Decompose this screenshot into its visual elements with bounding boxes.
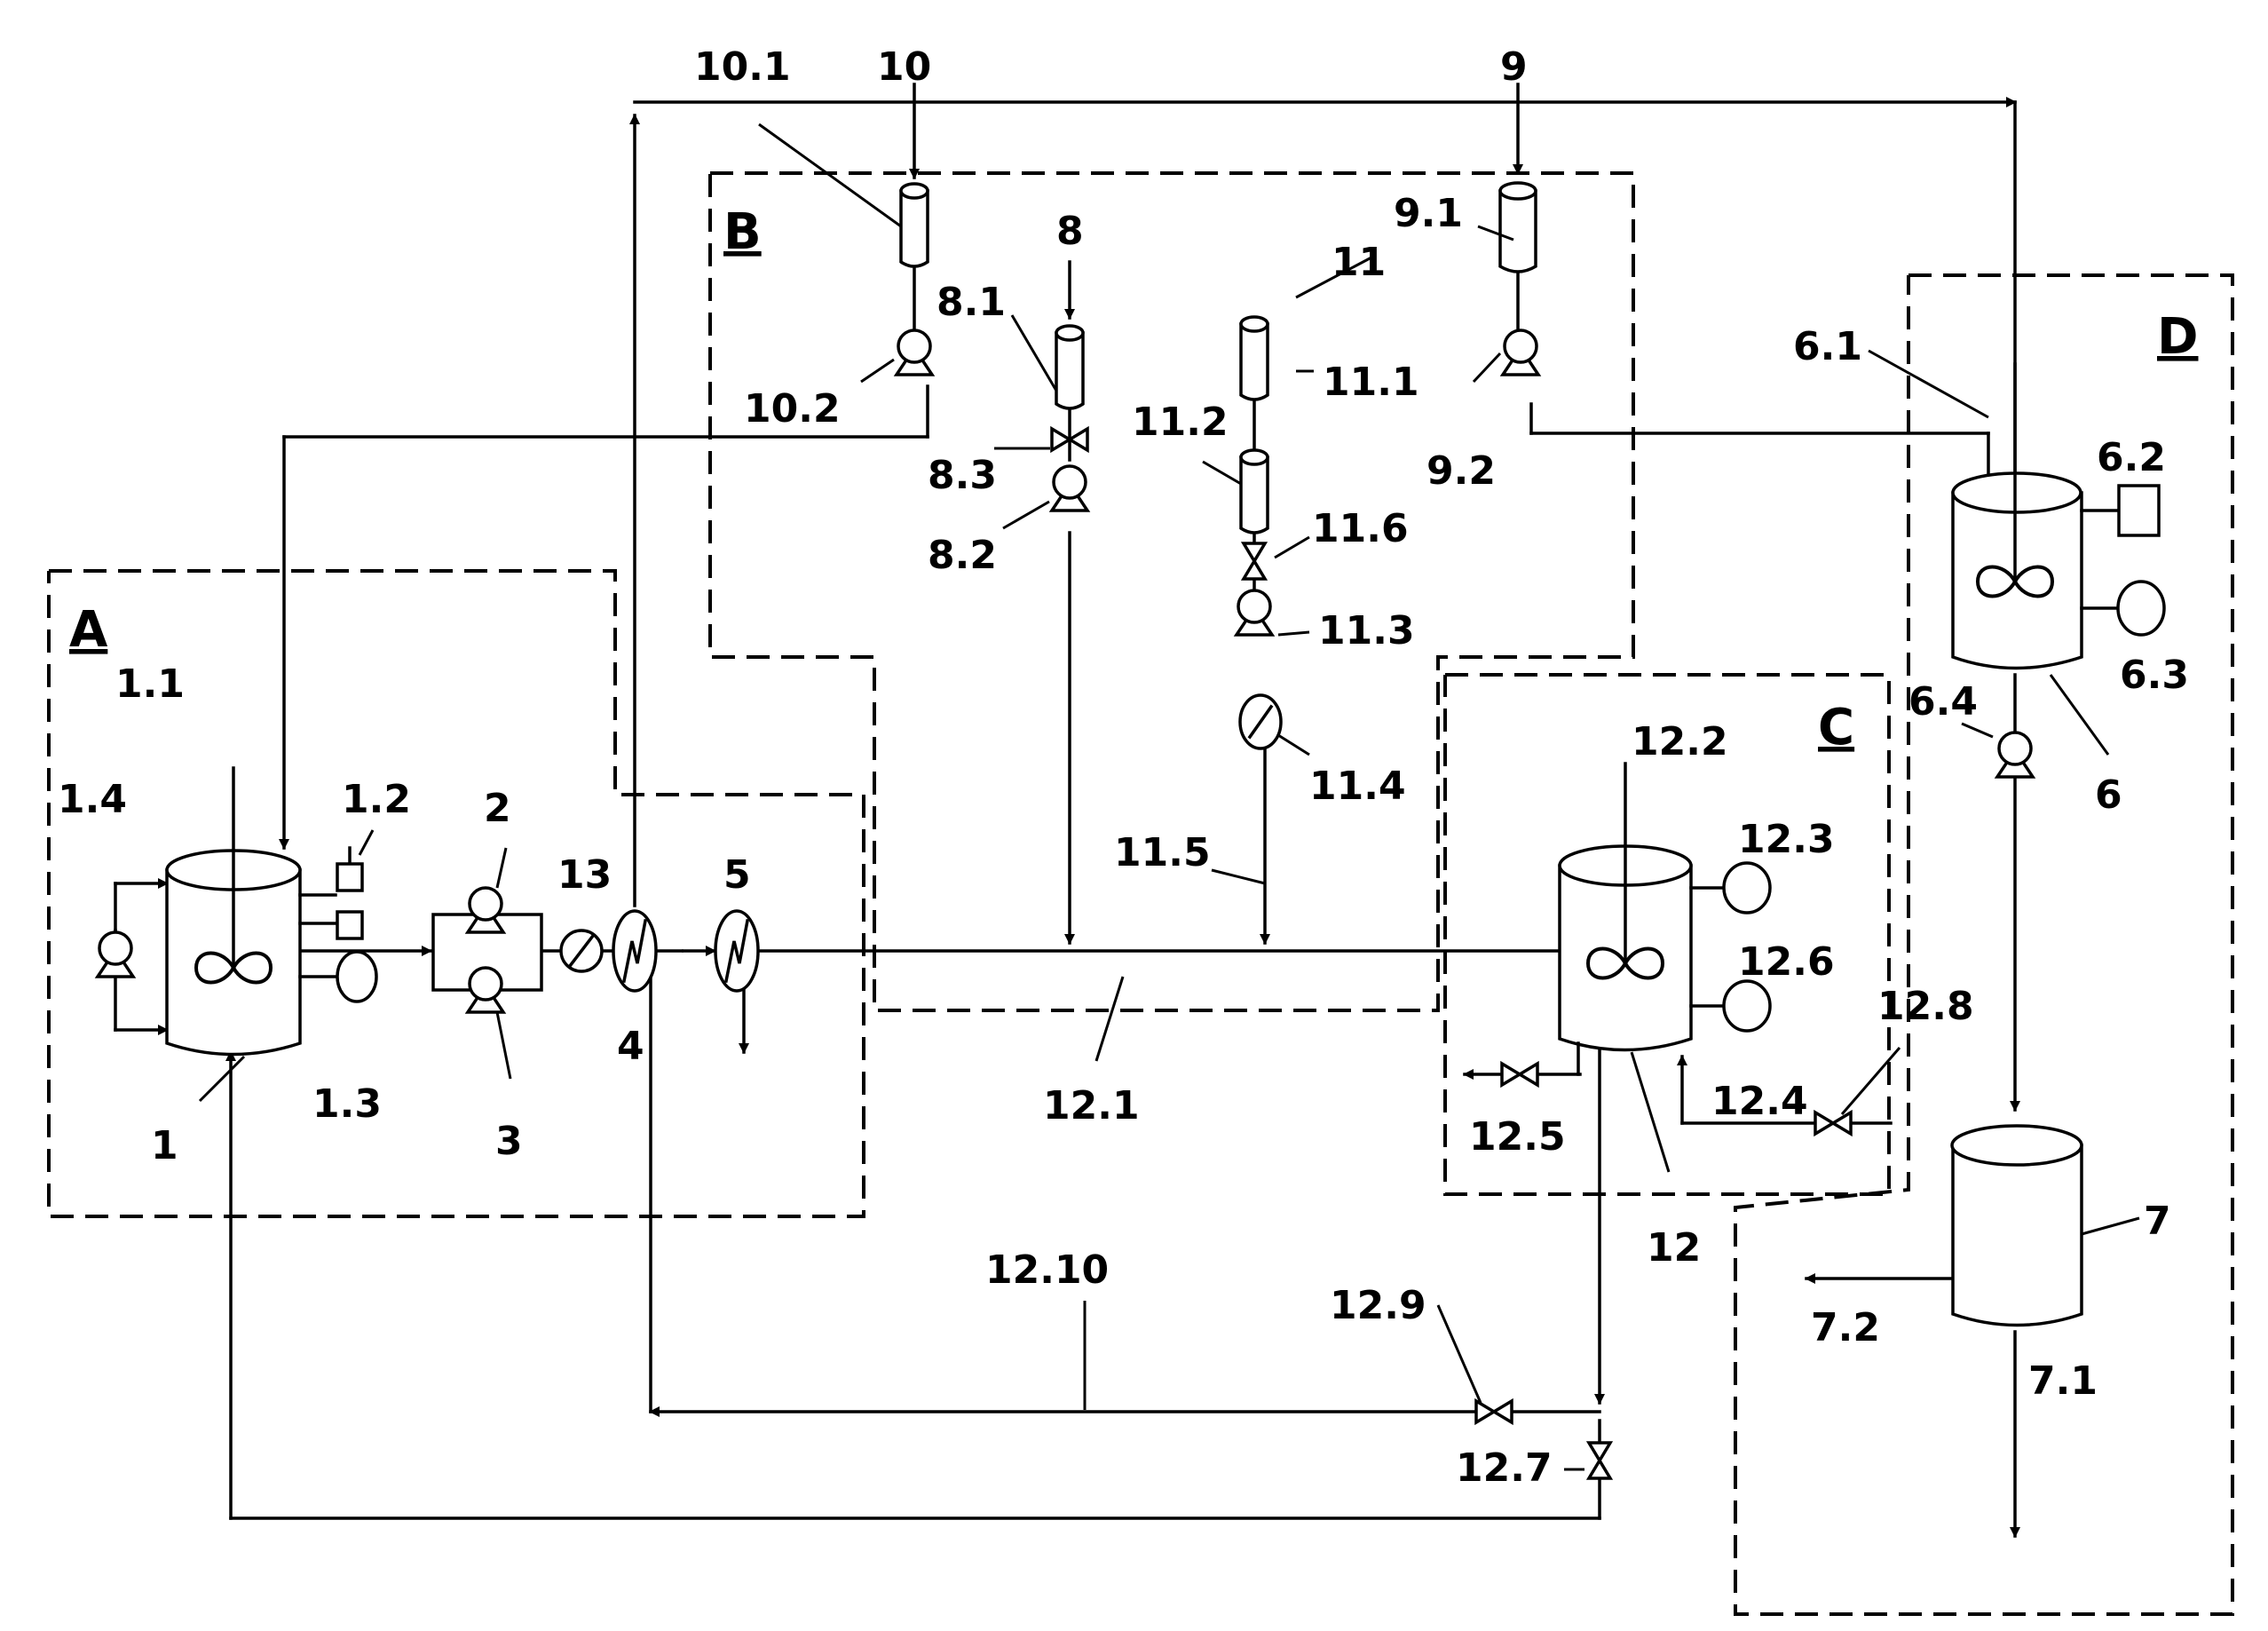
feed-vessel-9-1 [1498, 83, 1537, 330]
label-1-3: 1.3 [312, 1081, 382, 1127]
pump-9-2 [1501, 329, 1540, 376]
label-5: 5 [723, 852, 751, 898]
sensor-6-2 [2080, 484, 2161, 537]
label-12-9: 12.9 [1330, 1283, 1426, 1328]
flow-meter-13 [559, 929, 604, 973]
valve-12-5 [1500, 1062, 1539, 1087]
label-8: 8 [1056, 209, 1084, 254]
label-6-3: 6.3 [2120, 653, 2189, 698]
pump-8-2 [1050, 464, 1089, 512]
label-8-3: 8.3 [928, 453, 997, 498]
feed-vessel-10-1 [899, 83, 929, 330]
label-4: 4 [617, 1024, 644, 1069]
label-11-2: 11.2 [1132, 400, 1229, 445]
zone-c-boundary [1443, 673, 1891, 1196]
sensor-1-2 [298, 846, 364, 940]
label-11-5: 11.5 [1114, 830, 1211, 875]
tank-12 [1558, 762, 1693, 1076]
label-13: 13 [557, 852, 612, 898]
label-12-1: 12.1 [1043, 1083, 1140, 1128]
sensor-12-3 [1689, 861, 1772, 914]
pump-group-2-3 [431, 886, 543, 1014]
zone-d-boundary [1734, 273, 2234, 1616]
label-12-5: 12.5 [1469, 1114, 1566, 1160]
label-1-4: 1.4 [58, 777, 127, 822]
heat-exchanger-4 [612, 909, 658, 993]
label-12-2: 12.2 [1632, 719, 1728, 764]
label-2: 2 [484, 786, 511, 831]
valve-12-9 [1474, 1399, 1513, 1424]
label-7-1: 7.1 [2028, 1358, 2098, 1404]
zone-a-boundary [47, 569, 865, 1218]
label-12: 12 [1647, 1225, 1701, 1271]
valve-11-6 [1242, 542, 1267, 581]
pump-10-2 [895, 329, 934, 376]
reactor-1 [165, 766, 302, 1057]
label-1-1: 1.1 [115, 661, 185, 707]
zone-c-label: C [1818, 699, 1854, 756]
label-12-3: 12.3 [1738, 817, 1835, 862]
process-lines [114, 97, 2020, 1538]
valve-12-4 [1814, 1111, 1853, 1136]
zone-b-boundary [708, 171, 1635, 1012]
zone-a-label: A [69, 601, 108, 659]
leader-lines [198, 123, 2140, 1471]
pump-11-3 [1235, 589, 1274, 637]
label-9-2: 9.2 [1426, 448, 1496, 494]
label-12-7: 12.7 [1456, 1445, 1553, 1491]
pump-1-4 [96, 930, 135, 978]
feed-vessel-8-1 [1055, 260, 1085, 462]
feed-vessel-11-1 [1239, 315, 1269, 450]
label-10: 10 [877, 44, 931, 90]
label-7-2: 7.2 [1811, 1305, 1880, 1350]
label-1: 1 [151, 1123, 178, 1168]
label-1-2: 1.2 [342, 777, 411, 822]
zone-d-label: D [2157, 308, 2198, 366]
flow-meter-11-4 [1238, 693, 1283, 750]
sensor-6-3 [2080, 580, 2166, 637]
label-11: 11 [1332, 240, 1386, 285]
sensor-1-3 [298, 950, 378, 1003]
label-3: 3 [495, 1119, 523, 1164]
heat-exchanger-5 [714, 909, 760, 993]
valve-12-7 [1587, 1441, 1612, 1480]
label-6-4: 6.4 [1908, 679, 1978, 724]
label-9: 9 [1500, 44, 1528, 90]
label-10-2: 10.2 [744, 386, 841, 432]
label-12-4: 12.4 [1711, 1079, 1808, 1124]
tank-6 [1951, 362, 2083, 670]
label-6: 6 [2095, 772, 2122, 818]
zone-b-label: B [723, 203, 762, 261]
pump-6-4 [1995, 731, 2035, 779]
label-12-10: 12.10 [985, 1247, 1109, 1293]
label-12-6: 12.6 [1738, 939, 1835, 985]
label-6-1: 6.1 [1793, 324, 1862, 369]
label-8-1: 8.1 [936, 280, 1006, 325]
tank-7 [1950, 1124, 2083, 1327]
label-9-1: 9.1 [1394, 191, 1463, 236]
label-10-1: 10.1 [694, 44, 791, 90]
label-11-6: 11.6 [1312, 506, 1409, 551]
label-11-3: 11.3 [1318, 608, 1415, 653]
label-6-2: 6.2 [2097, 435, 2166, 480]
label-12-8: 12.8 [1877, 984, 1974, 1029]
label-11-1: 11.1 [1323, 360, 1419, 405]
label-11-4: 11.4 [1309, 764, 1406, 809]
feed-vessel-11-2 [1239, 448, 1269, 592]
label-8-2: 8.2 [928, 533, 997, 578]
sensor-12-6 [1689, 979, 1772, 1033]
label-7: 7 [2144, 1199, 2171, 1244]
labels: 1 1.1 1.2 1.3 1.4 2 3 4 5 13 6 6.1 6.2 6… [58, 44, 2189, 1491]
